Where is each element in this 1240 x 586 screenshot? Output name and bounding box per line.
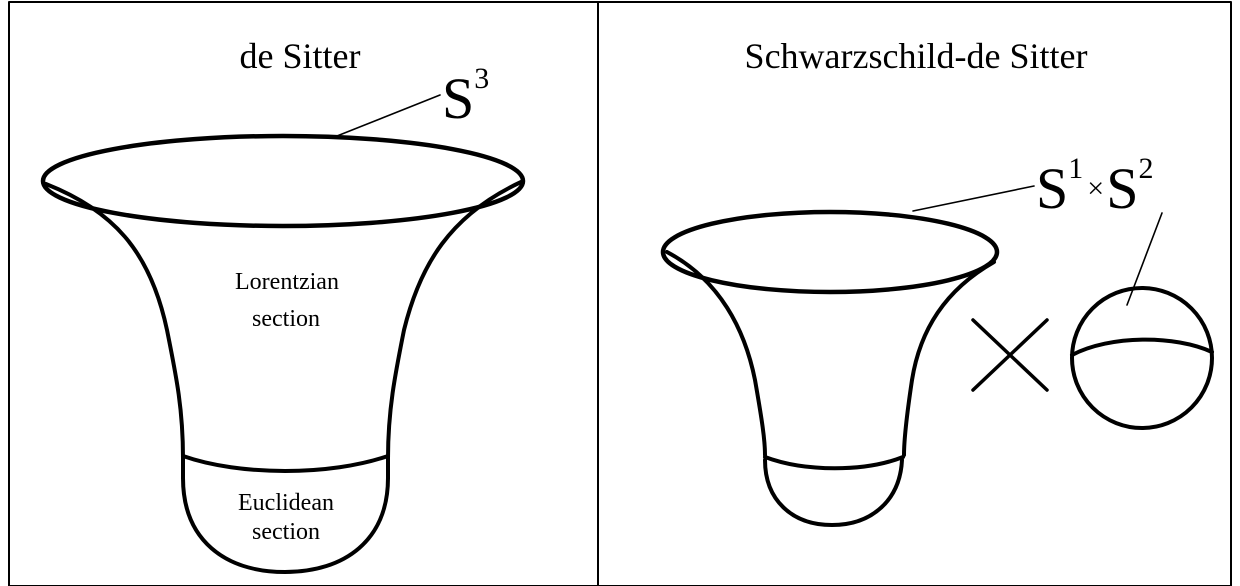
s3-pointer-line <box>336 94 441 137</box>
s1xs2-label: S1×S2 <box>1036 152 1153 221</box>
s2-equator <box>1070 337 1214 357</box>
de-sitter-lorentzian-surface-right <box>386 180 523 480</box>
euclidean-label-line2: section <box>252 519 320 545</box>
join-curve <box>181 454 390 473</box>
s2-sphere <box>1070 286 1214 430</box>
de-sitter-lorentzian-surface <box>44 182 185 480</box>
s1-boundary-ellipse <box>660 209 1000 295</box>
lorentzian-label-line2: section <box>252 306 320 332</box>
s3-label: S3 <box>442 62 489 131</box>
left-panel: de Sitter S3 Lorentzian section Euclidea… <box>40 36 526 574</box>
sds-lorentzian-surface-right <box>902 260 996 457</box>
euclidean-cap <box>181 476 390 574</box>
s1-pointer-line <box>912 185 1035 212</box>
right-title: Schwarzschild-de Sitter <box>745 36 1088 76</box>
s3-boundary-ellipse <box>40 133 526 229</box>
right-panel: Schwarzschild-de Sitter S1×S2 <box>660 36 1214 527</box>
sds-join-curve <box>763 455 905 471</box>
lorentzian-label-line1: Lorentzian <box>235 269 339 295</box>
product-symbol <box>971 318 1049 392</box>
left-title: de Sitter <box>240 36 361 76</box>
euclidean-label-line1: Euclidean <box>238 490 334 516</box>
sds-euclidean-cap <box>763 458 904 527</box>
outer-frame <box>8 1 1232 586</box>
